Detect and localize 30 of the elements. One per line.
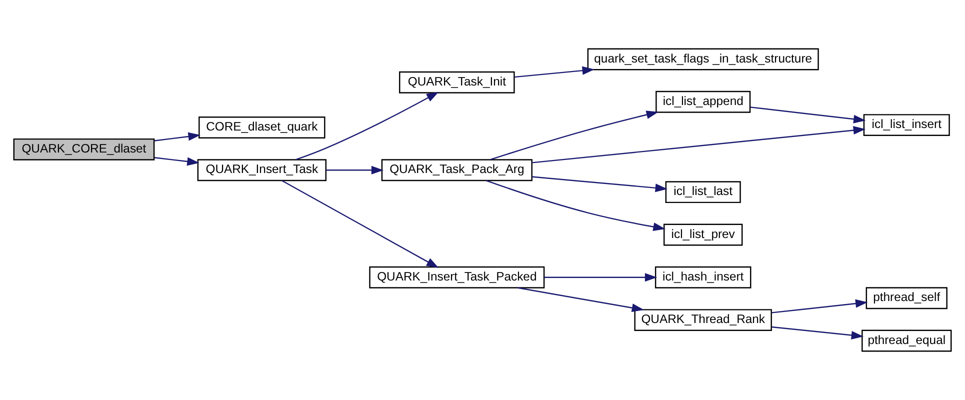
node-box: CORE_dlaset_quark bbox=[198, 116, 326, 138]
arrow bbox=[532, 126, 866, 164]
arrow bbox=[517, 287, 644, 312]
arrow bbox=[326, 166, 384, 174]
node-box: quark_set_task_flags _in_task_structure bbox=[587, 48, 819, 70]
arrow bbox=[486, 180, 666, 232]
node-box: QUARK_Task_Init bbox=[399, 71, 515, 94]
node-box: QUARK_Insert_Task_Packed bbox=[369, 266, 545, 288]
arrow bbox=[532, 176, 668, 192]
node-box: QUARK_CORE_dlaset bbox=[13, 138, 155, 160]
arrow bbox=[750, 106, 866, 124]
node-box: pthread_equal bbox=[862, 330, 952, 352]
arrow bbox=[772, 299, 868, 314]
arrow bbox=[514, 66, 595, 78]
node-box: QUARK_Insert_Task bbox=[197, 159, 326, 182]
node-box: QUARK_Thread_Rank bbox=[634, 309, 772, 332]
node-box: QUARK_Task_Pack_Arg bbox=[381, 159, 532, 182]
arrow bbox=[544, 273, 658, 282]
arrow bbox=[490, 110, 659, 160]
arrow bbox=[154, 157, 200, 166]
arrow bbox=[295, 92, 439, 160]
arrow bbox=[154, 132, 200, 142]
node-box: icl_hash_insert bbox=[654, 266, 752, 288]
node-box: icl_list_prev bbox=[663, 224, 743, 246]
arrow bbox=[772, 326, 864, 340]
node-box: icl_list_insert bbox=[863, 114, 950, 136]
node-box: pthread_self bbox=[866, 287, 948, 310]
arrow bbox=[282, 180, 439, 268]
node-box: icl_list_last bbox=[665, 181, 741, 204]
node-box: icl_list_append bbox=[656, 90, 751, 113]
